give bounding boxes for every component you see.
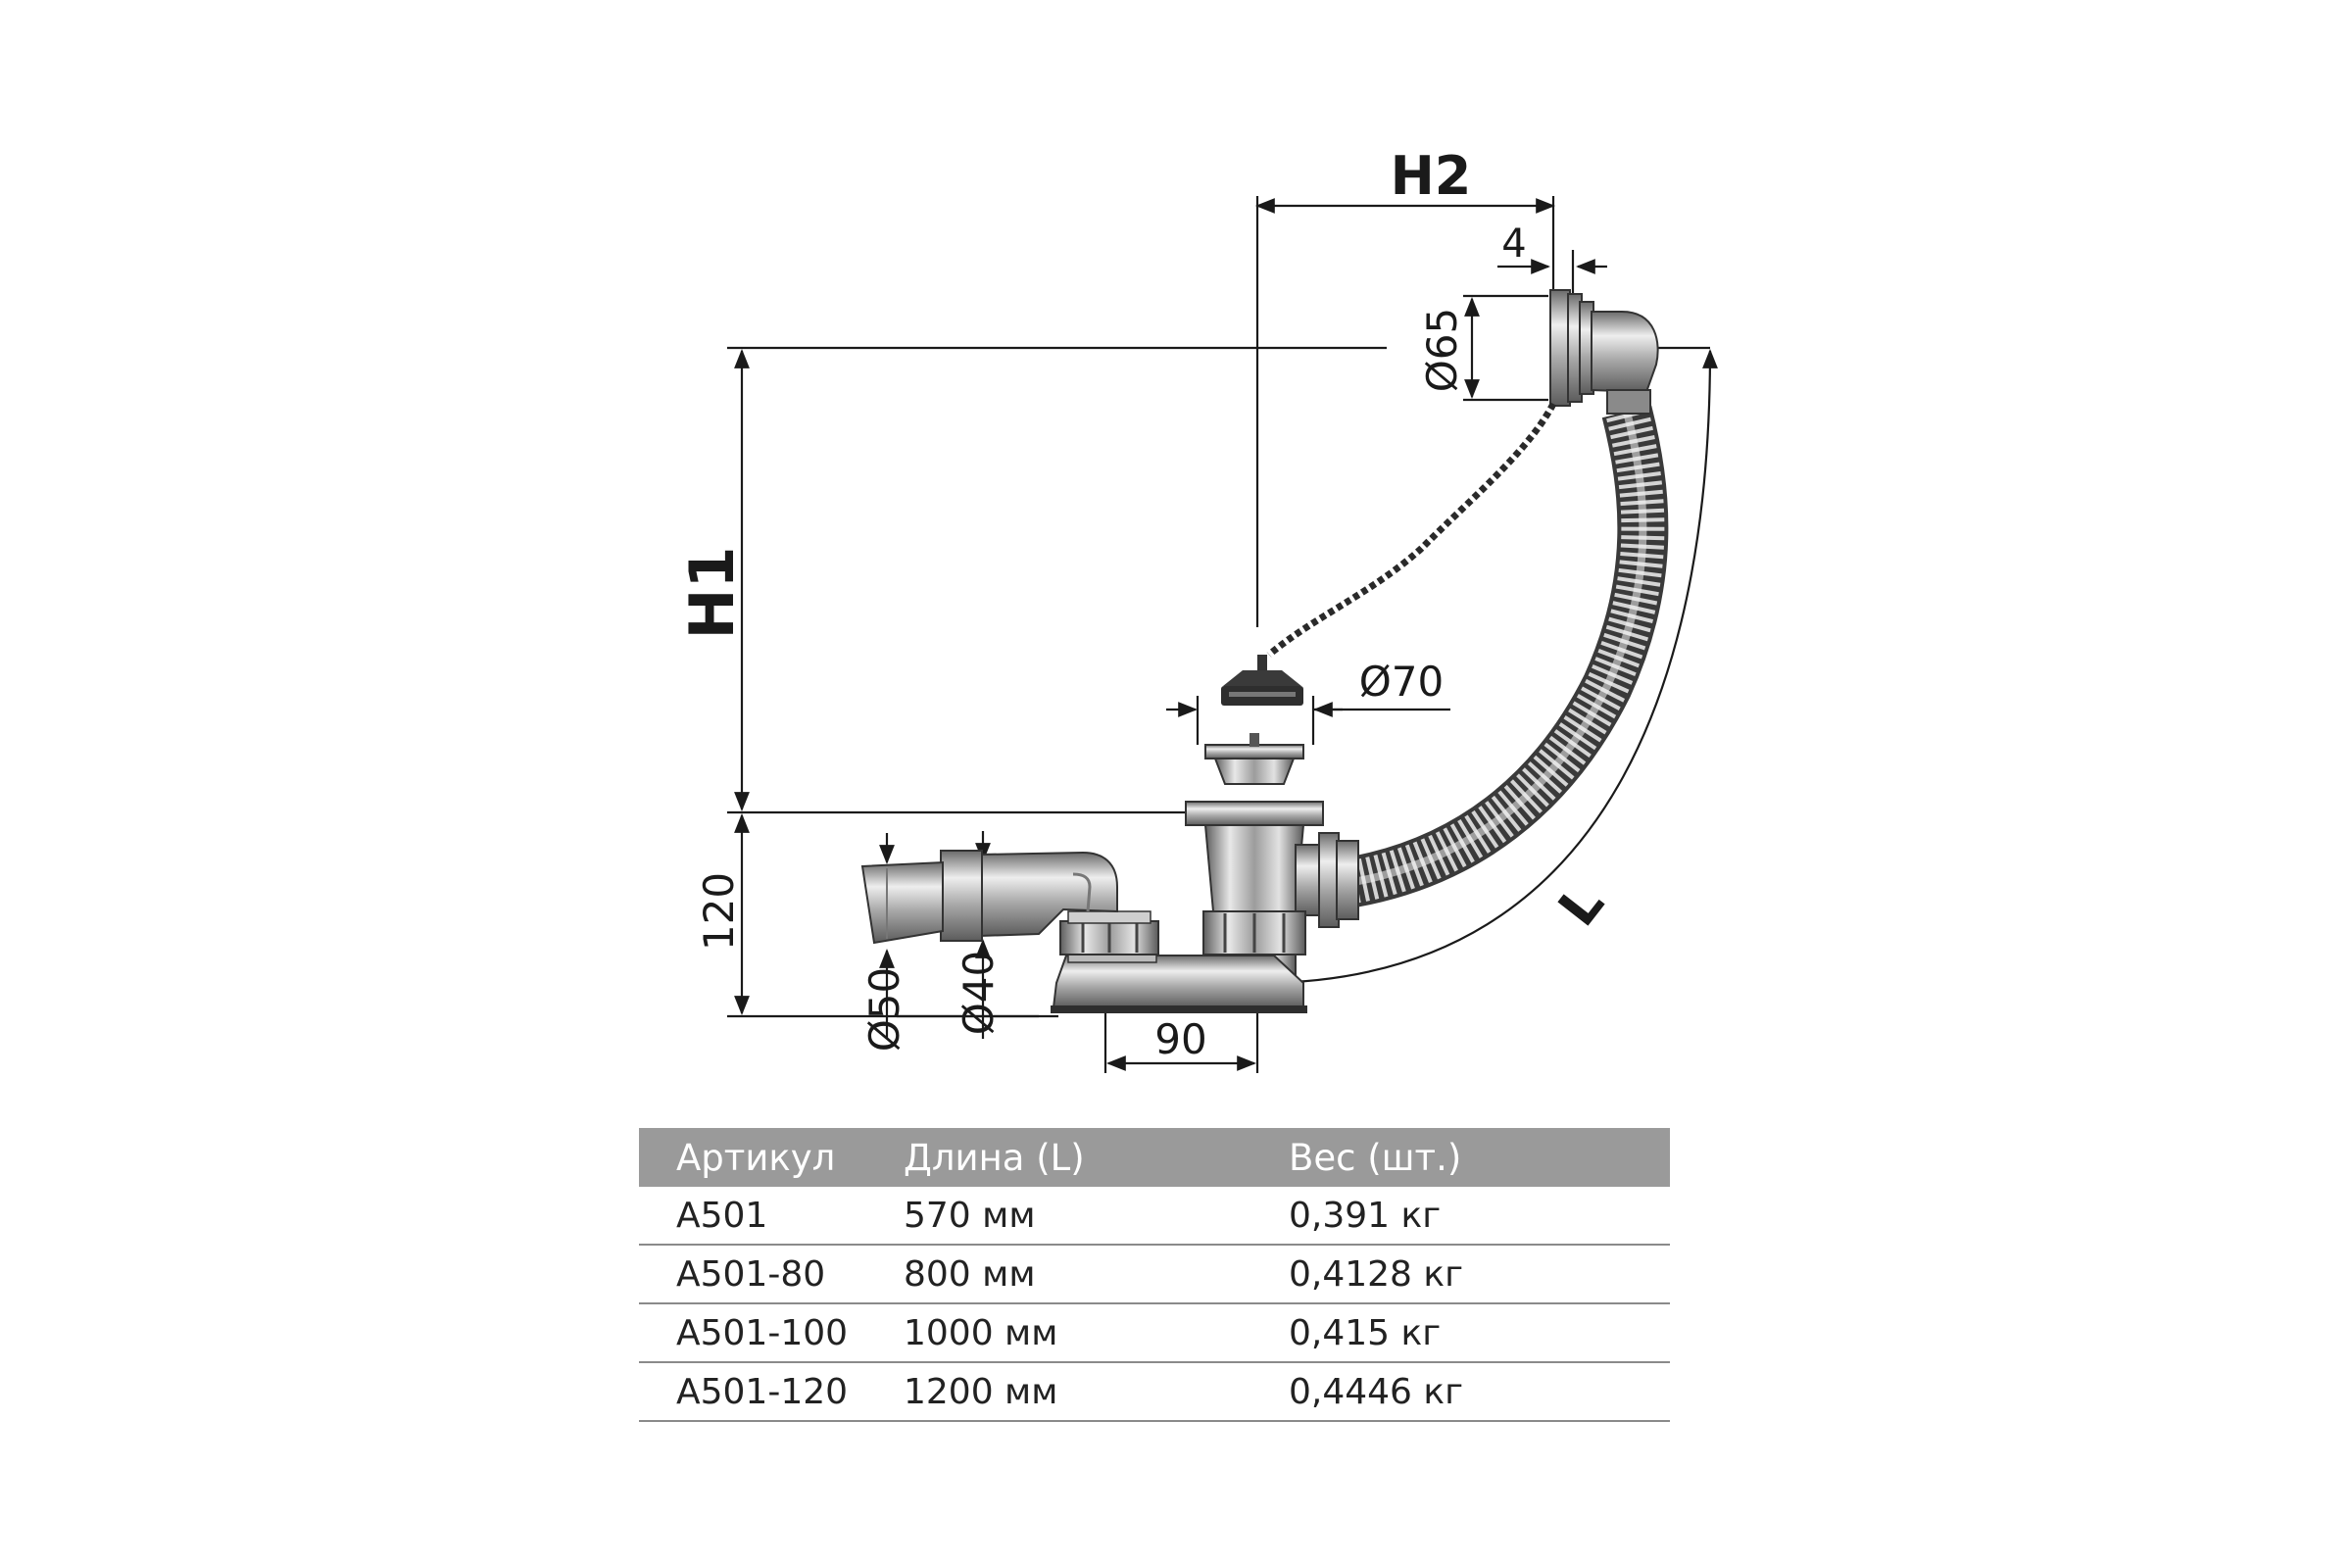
label-l: L — [1546, 873, 1616, 938]
cell-article: A501-80 — [639, 1245, 904, 1304]
label-outlet-inner: Ø40 — [955, 951, 1003, 1036]
cell-weight: 0,391 кг — [1289, 1187, 1670, 1246]
cell-length: 800 мм — [904, 1245, 1289, 1304]
cell-weight: 0,4446 кг — [1289, 1362, 1670, 1422]
cell-article: A501 — [639, 1187, 904, 1246]
header-weight: Вес (шт.) — [1289, 1128, 1670, 1187]
table-row: A501-120 1200 мм 0,4446 кг — [639, 1362, 1670, 1422]
cell-article: A501-100 — [639, 1303, 904, 1363]
specification-table: Артикул Длина (L) Вес (шт.) A501 570 мм … — [639, 1128, 1670, 1422]
cell-weight: 0,4128 кг — [1289, 1245, 1670, 1304]
cell-length: 1200 мм — [904, 1362, 1289, 1422]
cell-length: 1000 мм — [904, 1303, 1289, 1363]
table-row: A501-100 1000 мм 0,415 кг — [639, 1303, 1670, 1363]
cell-length: 570 мм — [904, 1187, 1289, 1246]
overflow-head — [1549, 289, 1659, 415]
label-outlet-outer: Ø50 — [860, 967, 908, 1053]
cell-weight: 0,415 кг — [1289, 1303, 1670, 1363]
label-offset: 90 — [1154, 1015, 1206, 1063]
label-height-base: 120 — [695, 872, 743, 951]
corrugated-hose — [1315, 405, 1669, 912]
drain-assembly-diagram: H2 4 Ø65 H1 Ø70 120 L Ø50 Ø40 90 — [676, 145, 1718, 1073]
plug-chain — [1266, 402, 1557, 658]
label-h2: H2 — [1391, 145, 1472, 207]
table-row: A501 570 мм 0,391 кг — [639, 1187, 1670, 1246]
drain-body — [1185, 801, 1359, 979]
cell-article: A501-120 — [639, 1362, 904, 1422]
table-header-row: Артикул Длина (L) Вес (шт.) — [639, 1128, 1670, 1187]
label-overflow-diameter: Ø65 — [1418, 308, 1466, 393]
header-length: Длина (L) — [904, 1128, 1289, 1187]
dimension-lines — [727, 196, 1718, 1073]
header-article: Артикул — [639, 1128, 904, 1187]
table-row: A501-80 800 мм 0,4128 кг — [639, 1245, 1670, 1304]
label-gap: 4 — [1501, 221, 1526, 267]
drain-plug — [1221, 655, 1303, 706]
siphon-trap — [860, 850, 1307, 1013]
label-h1: H1 — [676, 546, 748, 639]
strainer — [1204, 733, 1304, 785]
label-plug-diameter: Ø70 — [1359, 658, 1445, 706]
